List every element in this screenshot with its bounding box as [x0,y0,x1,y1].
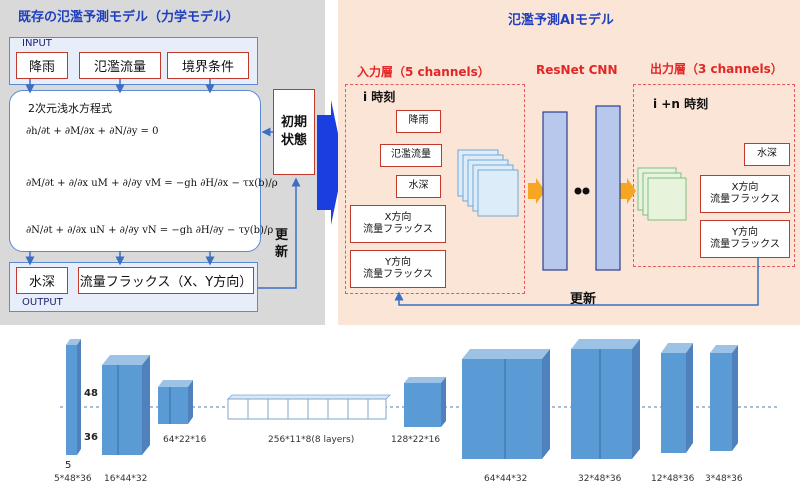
channel-y-flux: Y方向 流量フラックス [350,250,446,288]
label-block-4: 256*11*8(8 layers) [268,435,355,445]
channel-flood-flow: 氾濫流量 [380,144,442,167]
arch-block-2 [102,355,150,455]
resnet-block-2 [595,105,621,271]
input-label: INPUT [22,38,52,49]
orange-arrow-1 [528,178,545,204]
orange-arrow-2 [619,178,636,204]
dim-48: 48 [84,388,98,399]
update-label-left: 更新 [275,228,289,260]
input-layer-frame [345,84,525,294]
input-feature-stack [457,149,519,217]
input-layer-title: 入力層（5 channels） [357,65,490,79]
output-time: i +n 時刻 [653,97,709,111]
out-channel-x-flux: X方向 流量フラックス [700,175,790,213]
dim-5: 5 [65,460,72,471]
label-block-3: 64*22*16 [163,435,207,445]
arch-block-1 [66,339,81,455]
input-time: i 時刻 [363,90,396,104]
input-rainfall: 降雨 [16,52,68,79]
ellipsis-dot-1 [574,187,582,195]
update-label-right: 更新 [570,292,597,307]
update-loop-arrow [394,258,759,306]
output-feature-stack [637,167,687,221]
label-block-5: 128*22*16 [391,435,441,445]
dim-36: 36 [84,432,98,443]
left-connectors [25,79,338,289]
channel-x-flux: X方向 流量フラックス [350,205,446,243]
ai-model-title: 氾濫予測AIモデル [508,13,614,28]
input-flood-flow: 氾濫流量 [79,52,161,79]
equations-title: 2次元浅水方程式 [28,102,112,115]
input-boundary: 境界条件 [167,52,249,79]
y-momentum-equation: ∂N/∂t + ∂/∂x uN + ∂/∂y vN = −gh ∂H/∂y − … [26,225,274,236]
cnn-architecture [60,339,780,459]
output-layer-title: 出力層（3 channels） [650,62,783,76]
channel-depth: 水深 [396,175,441,198]
arch-block-6 [462,349,550,459]
arch-block-7 [571,339,640,459]
arch-block-5 [404,377,446,427]
equation-box [9,90,261,252]
label-block-6: 64*44*32 [484,474,528,484]
initial-state-box: 初期状態 [273,89,315,175]
out-channel-y-flux: Y方向 流量フラックス [700,220,790,258]
output-depth: 水深 [16,267,68,294]
continuity-equation: ∂h/∂t + ∂M/∂x + ∂N/∂y = 0 [26,126,159,137]
physics-model-title: 既存の氾濫予測モデル（力学モデル） [18,10,240,25]
resnet-block-1 [542,111,568,271]
label-block-1: 5*48*36 [54,474,92,484]
arch-block-3 [158,380,193,424]
output-layer-frame [633,84,795,267]
network-title: ResNet CNN [536,63,618,77]
label-block-8: 12*48*36 [651,474,695,484]
out-channel-depth: 水深 [744,143,790,166]
arrow-update-left [258,177,301,289]
arch-block-9 [710,345,738,451]
arch-block-8 [661,343,693,453]
channel-rainfall: 降雨 [396,110,441,133]
label-block-2: 16*44*32 [104,474,148,484]
label-block-7: 32*48*36 [578,474,622,484]
x-momentum-equation: ∂M/∂t + ∂/∂x uM + ∂/∂y vM = −gh ∂H/∂x − … [26,178,278,189]
ai-model-graphics [394,105,759,306]
output-label: OUTPUT [22,297,63,308]
ellipsis-dot-2 [582,187,590,195]
big-transition-arrow [317,100,338,225]
arch-block-4 [227,394,391,420]
label-block-9: 3*48*36 [705,474,743,484]
output-flux: 流量フラックス（X、Y方向） [78,267,254,294]
